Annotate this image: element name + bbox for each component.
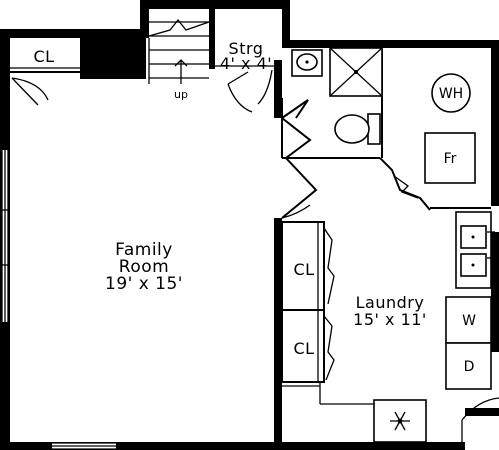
freezer bbox=[424, 132, 476, 184]
bottom-window bbox=[52, 442, 116, 450]
stairs bbox=[148, 18, 210, 84]
family-room-name-line2: Room bbox=[119, 257, 169, 277]
storage-door bbox=[215, 65, 274, 113]
stairs-direction-label: up bbox=[174, 88, 188, 101]
water-heater-label: WH bbox=[439, 86, 463, 102]
laundry-tub bbox=[455, 211, 495, 289]
closet-laundry-lower-label: CL bbox=[293, 339, 314, 358]
washer-dryer bbox=[445, 296, 492, 390]
top-left-closet bbox=[10, 67, 80, 106]
freezer-label: Fr bbox=[444, 151, 457, 167]
snowflake-icon bbox=[390, 411, 410, 431]
washer bbox=[445, 296, 492, 344]
utility-area bbox=[379, 73, 491, 211]
labels: Family Room 19' x 15' Laundry 15' x 11' … bbox=[33, 39, 476, 375]
laundry-closets bbox=[281, 221, 374, 405]
fridge bbox=[373, 399, 427, 443]
dryer-label: D bbox=[464, 359, 475, 375]
washer-label: W bbox=[462, 313, 476, 329]
bathroom bbox=[281, 47, 383, 159]
storage-size: 4' x 4' bbox=[220, 54, 272, 73]
family-room-size: 19' x 15' bbox=[105, 274, 183, 294]
closet-laundry-upper-label: CL bbox=[293, 260, 314, 279]
water-heater bbox=[431, 73, 471, 113]
family-room-name-line1: Family bbox=[115, 240, 173, 260]
closet-top-left-label: CL bbox=[33, 47, 54, 66]
laundry-size: 15' x 11' bbox=[353, 310, 427, 329]
left-windows bbox=[1, 150, 9, 322]
laundry-exterior-door bbox=[461, 397, 499, 442]
laundry-name: Laundry bbox=[356, 293, 425, 312]
storage-name: Strg bbox=[229, 39, 264, 58]
dryer bbox=[445, 342, 492, 390]
